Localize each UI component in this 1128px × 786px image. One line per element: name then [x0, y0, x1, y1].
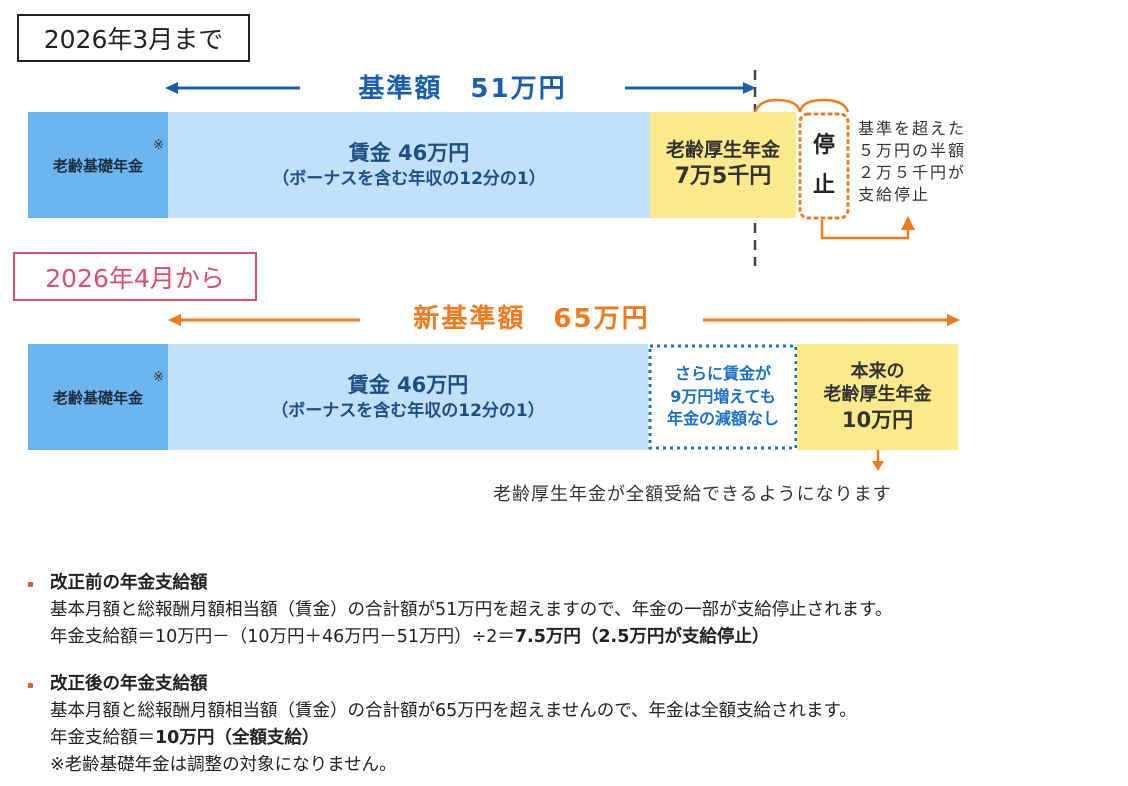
extra-line: 9万円増えても: [670, 386, 776, 406]
wage-sub: （ボーナスを含む年収の12分の1）: [272, 168, 546, 189]
kousei-line: 本来の: [850, 360, 905, 382]
kousei-amount: 7万5千円: [674, 164, 772, 190]
kousei-label: 老齢厚生年金: [665, 139, 780, 162]
wage-sub: （ボーナスを含む年収の12分の1）: [271, 400, 545, 421]
extra-line: 年金の減額なし: [666, 409, 779, 429]
orange-arrow: [168, 314, 960, 326]
stop-note-line: ２万５千円が: [858, 163, 967, 182]
wage-bar-after: 賃金 46万円 （ボーナスを含む年収の12分の1）: [168, 344, 648, 450]
extra-box-border: [648, 344, 798, 450]
stop-note-line: 基準を超えた: [858, 119, 967, 138]
note-mark: ※: [153, 138, 164, 153]
wage-main: 賃金 46万円: [348, 141, 470, 166]
basic-pension-label: 老齢基礎年金: [52, 388, 143, 407]
kousei-amount: 10万円: [841, 407, 914, 432]
stop-char: 止: [812, 173, 835, 198]
wage-main: 賃金 46万円: [347, 373, 469, 398]
threshold-label-before: 基準額 51万円: [358, 74, 567, 104]
basic-pension-bar-after: 老齢基礎年金 ※: [28, 344, 168, 450]
formula-result: 7.5万円（2.5万円が支給停止）: [514, 627, 770, 647]
stop-note-line: 支給停止: [858, 185, 931, 204]
extra-line: さらに賃金が: [674, 364, 771, 384]
kousei-bar-after: 本来の 老齢厚生年金 10万円: [797, 344, 958, 450]
result-note: 老齢厚生年金が全額受給できるようになります: [493, 484, 892, 505]
explanation-title: 改正後の年金支給額: [50, 674, 208, 694]
explanation-after: 改正後の年金支給額 基本月額と総報酬月額相当額（賃金）の合計額が65万円を超えま…: [28, 671, 857, 779]
bullet-icon: [28, 683, 33, 688]
basic-pension-label: 老齢基礎年金: [52, 156, 143, 175]
stop-note: 基準を超えた ５万円の半額 ２万５千円が 支給停止: [858, 118, 966, 206]
basic-pension-bar-before: 老齢基礎年金 ※: [28, 112, 168, 218]
stop-char: 停: [812, 133, 835, 159]
footnote: ※老齢基礎年金は調整の対象になりません。: [50, 755, 397, 775]
down-arrow-icon: [872, 450, 884, 471]
brace-icon: [753, 98, 850, 113]
formula: 年金支給額＝10万円－（10万円＋46万円－51万円）÷2＝: [50, 627, 515, 647]
stop-box-border: [798, 112, 850, 220]
explanation-text: 基本月額と総報酬月額相当額（賃金）の合計額が51万円を超えますので、年金の一部が…: [50, 600, 893, 620]
connector-arrow: [820, 220, 910, 240]
bullet-icon: [28, 582, 33, 587]
kousei-line: 老齢厚生年金: [823, 384, 932, 406]
explanation-before: 改正前の年金支給額 基本月額と総報酬月額相当額（賃金）の合計額が51万円を超えま…: [28, 570, 893, 651]
stop-note-line: ５万円の半額: [858, 141, 967, 160]
kousei-bar-before: 老齢厚生年金 7万5千円: [650, 112, 796, 218]
wage-bar-before: 賃金 46万円 （ボーナスを含む年収の12分の1）: [168, 112, 650, 218]
period-label-after: 2026年4月から: [13, 252, 257, 301]
period-label-before: 2026年3月まで: [17, 14, 250, 62]
stop-box: 停 止: [800, 114, 848, 218]
formula-result: 10万円（全額支給）: [155, 728, 320, 748]
blue-arrow: [165, 82, 756, 94]
formula: 年金支給額＝: [50, 728, 155, 748]
explanation-text: 基本月額と総報酬月額相当額（賃金）の合計額が65万円を超えませんので、年金は全額…: [50, 701, 857, 721]
extra-wage-box: さらに賃金が 9万円増えても 年金の減額なし: [650, 346, 796, 448]
threshold-label-after: 新基準額 65万円: [413, 304, 650, 334]
note-mark: ※: [153, 370, 164, 385]
explanation-title: 改正前の年金支給額: [50, 573, 208, 593]
